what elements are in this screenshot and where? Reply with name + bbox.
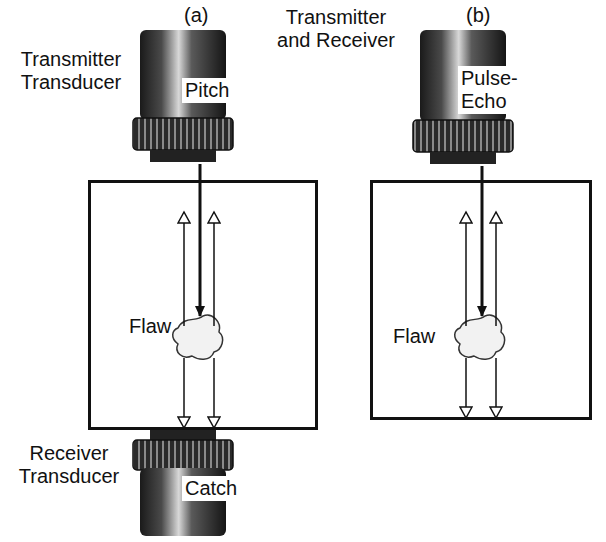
test-block: Flaw bbox=[370, 180, 592, 420]
flaw-label: Flaw bbox=[129, 315, 171, 338]
flaw-label: Flaw bbox=[393, 325, 435, 348]
transducer-node: Receiver TransducerCatch bbox=[140, 440, 226, 536]
transducer-node: Transmitter and ReceiverPulse-Echo bbox=[420, 30, 506, 150]
test-block: Flaw bbox=[88, 180, 318, 430]
transducer-heading: Receiver Transducer bbox=[10, 442, 128, 488]
panel-label: (b) bbox=[466, 4, 490, 27]
transducer-heading: Transmitter Transducer bbox=[12, 48, 130, 94]
transmitter-transducer bbox=[133, 30, 233, 162]
sound-path-arrows bbox=[184, 164, 214, 428]
flaw-shape bbox=[455, 315, 505, 359]
transducer-heading: Transmitter and Receiver bbox=[274, 6, 398, 52]
mode-label: Pulse-Echo bbox=[458, 66, 530, 114]
sound-path-arrows bbox=[466, 166, 496, 418]
flaw-shape bbox=[173, 315, 223, 359]
mode-label: Pitch bbox=[182, 78, 232, 103]
mode-label: Catch bbox=[182, 476, 240, 501]
transducer-node: Transmitter TransducerPitch bbox=[140, 30, 226, 150]
panel-label: (a) bbox=[184, 4, 208, 27]
